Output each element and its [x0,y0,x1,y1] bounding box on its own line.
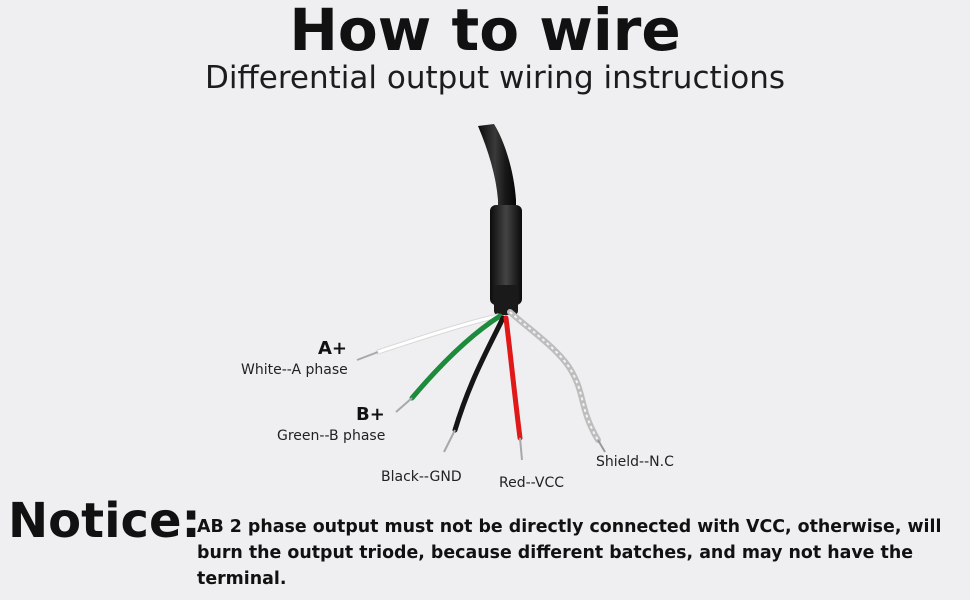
cable-sleeve [490,205,522,305]
wire-label-white: White--A phase [241,362,348,378]
wire-green [409,313,503,401]
wire-label-shield: Shield--N.C [596,454,674,470]
phase-label-a: A+ [318,338,348,359]
phase-label-b: B+ [356,404,385,425]
page-title: How to wire [289,0,681,64]
wire-shield [507,309,601,443]
wire-black [452,315,506,433]
wire-red [503,315,523,441]
wire-label-red: Red--VCC [499,475,565,491]
notice-text: AB 2 phase output must not be directly c… [197,517,942,589]
wire-label-black: Black--GND [381,469,462,485]
wire-label-green: Green--B phase [277,428,386,444]
notice-heading: Notice: [8,493,201,549]
page-subtitle: Differential output wiring instructions [204,60,786,96]
